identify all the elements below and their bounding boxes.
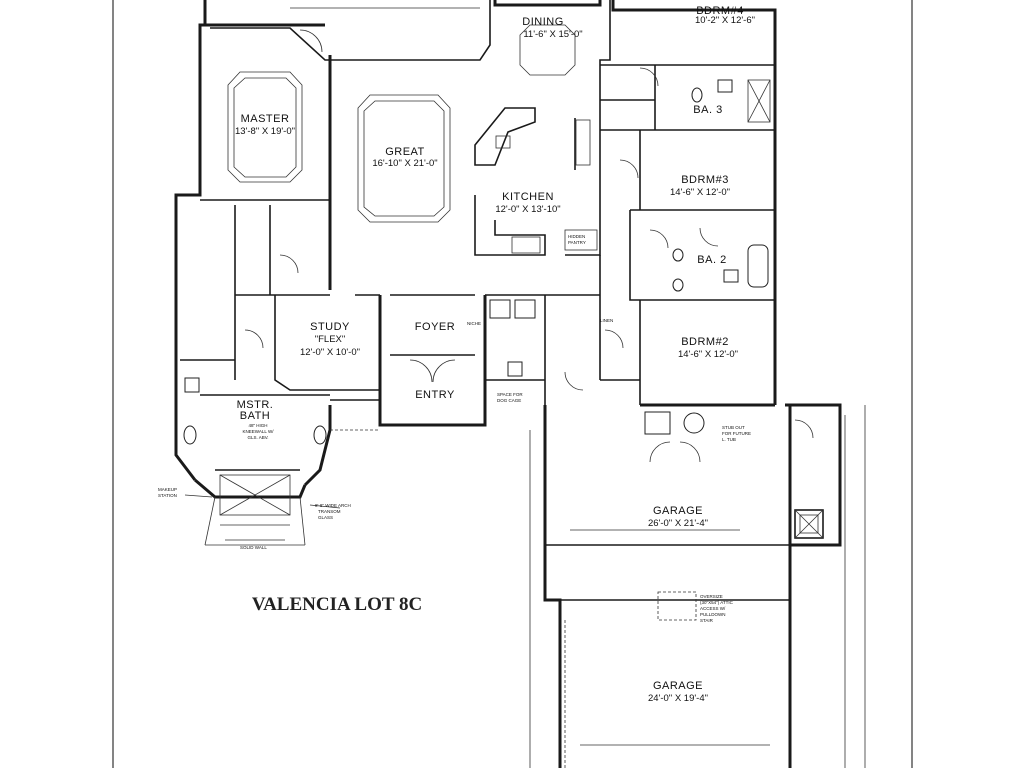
note-hidden-pantry: HIDDEN PANTRY xyxy=(568,234,586,245)
bath-fixtures xyxy=(183,79,824,621)
svg-text:SPACE FOR: SPACE FOR xyxy=(497,392,523,397)
room-size: 14'-6" X 12'-0" xyxy=(678,349,738,360)
svg-text:OVERSIZE: OVERSIZE xyxy=(700,594,723,599)
note-solid-wall: SOLID WALL xyxy=(240,545,267,550)
room-ba2: BA. 2 xyxy=(697,254,726,266)
interior-walls xyxy=(180,0,775,471)
exterior-walls xyxy=(174,0,842,768)
note-makeup-station: MAKEUP STATION xyxy=(158,487,177,498)
svg-text:LINEN: LINEN xyxy=(600,318,613,323)
room-bdrm2: BDRM#2 14'-6" X 12'-0" xyxy=(678,336,738,360)
room-size: 11'-6" X 15'-0" xyxy=(523,29,582,40)
room-name: GREAT xyxy=(385,146,425,158)
room-name: BDRM#4 xyxy=(696,5,744,17)
note-niche: NICHE xyxy=(467,321,481,326)
room-name: BA. 3 xyxy=(693,104,722,116)
svg-text:STATION: STATION xyxy=(158,493,177,498)
room-name: FOYER xyxy=(415,321,455,333)
svg-text:ACCESS W/: ACCESS W/ xyxy=(700,606,726,611)
room-name: GARAGE xyxy=(653,680,703,692)
room-entry: ENTRY xyxy=(415,389,455,401)
svg-text:8'-8" WIDE ARCH: 8'-8" WIDE ARCH xyxy=(315,503,351,508)
note-stub-out: STUB OUT FOR FUTURE L. TUB xyxy=(722,425,751,442)
note-attic-access: OVERSIZE (30"X54") ATTIC ACCESS W/ PULLD… xyxy=(700,594,734,623)
ceiling-trays xyxy=(227,24,576,223)
room-name: ENTRY xyxy=(415,389,455,401)
svg-text:GLASS: GLASS xyxy=(318,515,333,520)
room-dining: DINING 11'-6" X 15'-0" xyxy=(522,16,582,40)
room-name: BA. 2 xyxy=(697,254,726,266)
kitchen-island xyxy=(474,107,598,256)
room-size: 13'-8" X 19'-0" xyxy=(235,126,295,137)
svg-text:STUB OUT: STUB OUT xyxy=(722,425,745,430)
room-sub: BATH xyxy=(240,410,271,422)
svg-text:MAKEUP: MAKEUP xyxy=(158,487,177,492)
room-mstr-bath: MSTR. BATH xyxy=(237,399,274,422)
svg-text:FOR FUTURE: FOR FUTURE xyxy=(722,431,751,436)
svg-text:NICHE: NICHE xyxy=(467,321,481,326)
room-study: STUDY "FLEX" 12'-0" X 10'-0" xyxy=(300,321,360,358)
svg-text:DOG CAGE: DOG CAGE xyxy=(497,398,521,403)
svg-text:48" HIGH: 48" HIGH xyxy=(248,423,267,428)
room-size: 12'-0" X 10'-0" xyxy=(300,347,360,358)
room-bdrm3: BDRM#3 14'-6" X 12'-0" xyxy=(670,174,730,198)
room-name: STUDY xyxy=(310,321,350,333)
dimension-lines xyxy=(184,405,866,768)
room-name: BDRM#3 xyxy=(681,174,729,186)
svg-text:(30"X54") ATTIC: (30"X54") ATTIC xyxy=(700,600,734,605)
room-master: MASTER 13'-8" X 19'-0" xyxy=(235,113,295,137)
note-arch-transom: 8'-8" WIDE ARCH TRANSOM GLASS xyxy=(315,503,351,520)
svg-text:PANTRY: PANTRY xyxy=(568,240,586,245)
door-swings xyxy=(244,29,814,463)
note-dog-cage: SPACE FOR DOG CAGE xyxy=(497,392,523,403)
room-garage-1: GARAGE 26'-0" X 21'-4" xyxy=(648,505,708,529)
room-kitchen: KITCHEN 12'-0" X 13'-10" xyxy=(495,191,560,215)
note-linen: LINEN xyxy=(600,318,613,323)
room-sub: "FLEX" xyxy=(315,334,346,345)
room-name: MASTER xyxy=(241,113,290,125)
room-size: 16'-10" X 21'-0" xyxy=(372,158,437,169)
room-bdrm4: BDRM#4 10'-2" X 12'-6" xyxy=(695,5,755,26)
note-kneewall: 48" HIGH KNEEWALL W/ GLS. ABV. xyxy=(243,423,275,440)
svg-text:L. TUB: L. TUB xyxy=(722,437,736,442)
room-name: KITCHEN xyxy=(502,191,554,203)
room-size: 26'-0" X 21'-4" xyxy=(648,518,708,529)
svg-text:GLS. ABV.: GLS. ABV. xyxy=(247,435,268,440)
svg-text:TRANSOM: TRANSOM xyxy=(318,509,341,514)
room-ba3: BA. 3 xyxy=(693,104,722,116)
room-name: MSTR. xyxy=(237,399,274,411)
svg-text:HIDDEN: HIDDEN xyxy=(568,234,585,239)
room-name: GARAGE xyxy=(653,505,703,517)
plan-title: VALENCIA LOT 8C xyxy=(252,594,422,615)
room-size: 24'-0" X 19'-4" xyxy=(648,693,708,704)
svg-text:SOLID WALL: SOLID WALL xyxy=(240,545,267,550)
room-name: BDRM#2 xyxy=(681,336,729,348)
room-size: 12'-0" X 13'-10" xyxy=(495,204,560,215)
room-foyer: FOYER xyxy=(415,321,455,333)
svg-text:PULLDOWN: PULLDOWN xyxy=(700,612,726,617)
page-frame xyxy=(112,0,913,768)
room-name: DINING xyxy=(522,16,564,28)
svg-text:KNEEWALL W/: KNEEWALL W/ xyxy=(243,429,275,434)
room-size: 10'-2" X 12'-6" xyxy=(695,15,755,26)
svg-text:STAIR: STAIR xyxy=(700,618,714,623)
room-garage-2: GARAGE 24'-0" X 19'-4" xyxy=(648,680,708,704)
room-size: 14'-6" X 12'-0" xyxy=(670,187,730,198)
room-great: GREAT 16'-10" X 21'-0" xyxy=(372,146,437,169)
